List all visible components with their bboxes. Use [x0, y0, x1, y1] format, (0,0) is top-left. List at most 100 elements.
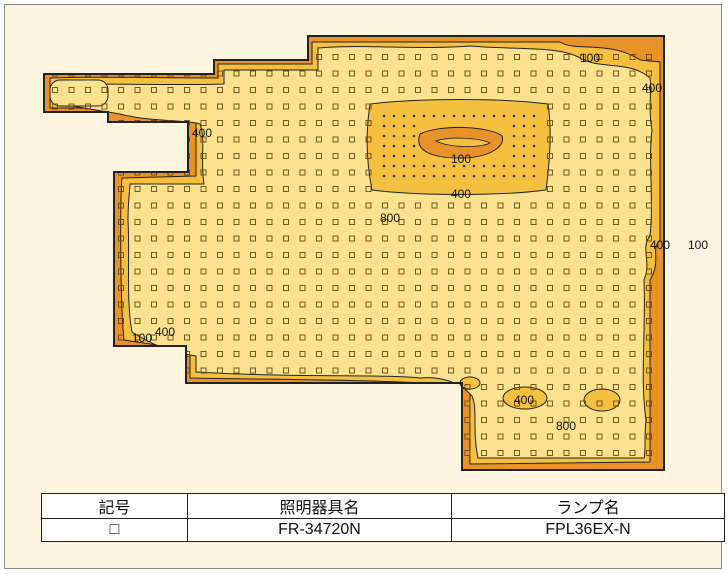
- luminaire-marker: [250, 103, 256, 110]
- luminaire-marker: [52, 351, 58, 357]
- luminaire-marker: [184, 186, 190, 192]
- luminaire-marker: [68, 252, 75, 258]
- luminaire-marker: [481, 433, 487, 440]
- luminaire-marker: [68, 433, 75, 440]
- luminaire-marker: [316, 169, 322, 176]
- luminaire-marker: [464, 433, 471, 440]
- luminaire-marker: [448, 433, 454, 440]
- luminaire-marker: [613, 120, 619, 126]
- luminaire-marker: [497, 367, 504, 374]
- luminaire-marker: [316, 87, 322, 93]
- luminaire-marker: [547, 400, 553, 407]
- luminaire-marker: [299, 318, 306, 324]
- luminaire-dot: [382, 154, 386, 158]
- luminaire-marker: [85, 186, 91, 192]
- luminaire-marker: [613, 318, 619, 324]
- luminaire-marker: [134, 285, 141, 291]
- luminaire-marker: [250, 235, 256, 242]
- luminaire-marker: [250, 153, 256, 159]
- luminaire-marker: [365, 153, 372, 159]
- luminaire-marker: [382, 384, 388, 390]
- luminaire-marker: [266, 136, 273, 143]
- luminaire-marker: [448, 318, 454, 324]
- luminaire-marker: [547, 235, 553, 242]
- luminaire-marker: [596, 252, 603, 258]
- luminaire-marker: [167, 87, 174, 93]
- luminaire-marker: [415, 351, 421, 357]
- luminaire-marker: [398, 268, 405, 275]
- luminaire-marker: [299, 70, 306, 77]
- luminaire-dot: [392, 164, 396, 168]
- luminaire-marker: [580, 318, 586, 324]
- luminaire-marker: [398, 285, 405, 291]
- luminaire-marker: [217, 268, 223, 275]
- luminaire-marker: [332, 252, 339, 258]
- luminaire-marker: [629, 367, 636, 374]
- luminaire-marker: [514, 268, 520, 275]
- luminaire-marker: [547, 334, 553, 341]
- luminaire-marker: [547, 87, 553, 93]
- luminaire-marker: [200, 136, 207, 143]
- luminaire-marker: [151, 219, 157, 225]
- luminaire-marker: [580, 433, 586, 440]
- luminaire-marker: [563, 301, 570, 308]
- luminaire-marker: [382, 70, 388, 77]
- luminaire-marker: [563, 367, 570, 374]
- luminaire-marker: [514, 384, 520, 390]
- luminaire-marker: [233, 417, 240, 423]
- luminaire-marker: [167, 252, 174, 258]
- luminaire-marker: [266, 252, 273, 258]
- luminaire-marker: [382, 87, 388, 93]
- luminaire-marker: [481, 367, 487, 374]
- luminaire-marker: [646, 301, 652, 308]
- luminaire-marker: [184, 252, 190, 258]
- luminaire-marker: [349, 334, 355, 341]
- luminaire-marker: [613, 103, 619, 110]
- luminaire-marker: [464, 384, 471, 390]
- luminaire-marker: [629, 351, 636, 357]
- luminaire-marker: [448, 235, 454, 242]
- luminaire-marker: [580, 235, 586, 242]
- luminaire-marker: [299, 384, 306, 390]
- luminaire-marker: [448, 367, 454, 374]
- luminaire-marker: [283, 186, 289, 192]
- luminaire-marker: [580, 70, 586, 77]
- luminaire-dot: [442, 114, 446, 118]
- luminaire-marker: [596, 433, 603, 440]
- luminaire-marker: [52, 334, 58, 341]
- luminaire-dot: [442, 174, 446, 178]
- luminaire-marker: [52, 153, 58, 159]
- luminaire-marker: [365, 202, 372, 209]
- luminaire-dot: [512, 164, 516, 168]
- luminaire-marker: [547, 136, 553, 143]
- luminaire-marker: [481, 87, 487, 93]
- luminaire-marker: [415, 318, 421, 324]
- luminaire-marker: [250, 136, 256, 143]
- island-400-b: [583, 388, 621, 412]
- luminaire-marker: [415, 202, 421, 209]
- luminaire-marker: [464, 417, 471, 423]
- luminaire-marker: [134, 87, 141, 93]
- luminaire-marker: [316, 70, 322, 77]
- luminaire-marker: [481, 334, 487, 341]
- luminaire-marker: [151, 252, 157, 258]
- luminaire-marker: [184, 285, 190, 291]
- luminaire-marker: [349, 153, 355, 159]
- luminaire-marker: [250, 384, 256, 390]
- luminaire-marker: [217, 252, 223, 258]
- luminaire-marker: [266, 268, 273, 275]
- luminaire-marker: [299, 285, 306, 291]
- luminaire-marker: [547, 54, 553, 60]
- luminaire-marker: [184, 103, 190, 110]
- luminaire-marker: [200, 186, 207, 192]
- luminaire-marker: [167, 433, 174, 440]
- luminaire-marker: [233, 136, 240, 143]
- luminaire-marker: [431, 202, 438, 209]
- luminaire-marker: [415, 301, 421, 308]
- luminaire-marker: [646, 235, 652, 242]
- luminaire-marker: [101, 351, 108, 357]
- luminaire-dot: [402, 154, 406, 158]
- luminaire-marker: [415, 334, 421, 341]
- luminaire-marker: [646, 252, 652, 258]
- luminaire-marker: [217, 351, 223, 357]
